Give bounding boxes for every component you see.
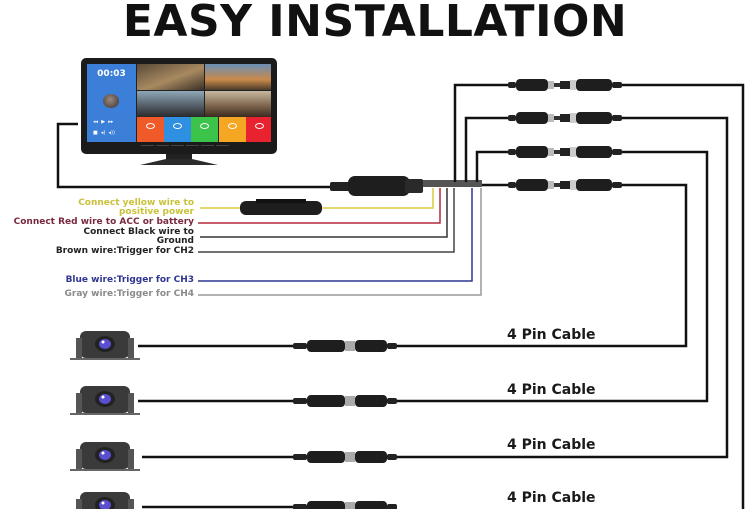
monitor-icon: 00:03 ◂◂ ▶ ▸▸ ■ ◂) ◂)) — [73, 58, 283, 166]
monitor-button — [171, 145, 184, 151]
inline-connector-icon — [508, 112, 622, 124]
monitor-button — [216, 145, 229, 151]
channel-line-1 — [453, 83, 510, 182]
wire-label-red: Connect Red wire to ACC or battery — [14, 218, 194, 227]
page-title: EASY INSTALLATION — [122, 0, 628, 47]
wire-label-black: Connect Black wire to Ground — [83, 228, 194, 246]
monitor-knob-icon — [103, 94, 119, 108]
camera-feed-1 — [137, 64, 204, 90]
wire-label-yellow-line1: Connect yellow wire to — [78, 198, 194, 208]
channel-line-3 — [475, 150, 510, 182]
monitor-stand — [140, 154, 218, 165]
wire-brown — [198, 188, 455, 253]
camera-icon — [70, 386, 140, 415]
monitor-button — [186, 145, 199, 151]
main-connector-icon — [330, 176, 423, 196]
monitor-screen: 00:03 ◂◂ ▶ ▸▸ ■ ◂) ◂)) — [87, 64, 271, 142]
wire-label-blue: Blue wire:Trigger for CH3 — [66, 276, 194, 285]
wire-red — [198, 188, 441, 224]
fuse-holder-icon — [240, 199, 322, 215]
run-line-4 — [395, 183, 688, 348]
wire-gray — [198, 188, 482, 296]
volume-controls-icon: ■ ◂) ◂)) — [93, 130, 115, 136]
monitor-button — [141, 145, 154, 151]
camera-feed-4 — [205, 91, 271, 117]
monitor-clock: 00:03 — [97, 69, 126, 79]
wire-black — [200, 188, 448, 238]
channel-lines — [395, 83, 745, 509]
cable-label-1: 4 Pin Cable — [507, 327, 596, 343]
camera-connector-icon — [293, 451, 397, 463]
cable-label-2: 4 Pin Cable — [507, 382, 596, 398]
cable-label-3: 4 Pin Cable — [507, 437, 596, 453]
camera-connector-icon — [293, 340, 397, 352]
monitor-app-tile — [164, 117, 192, 142]
wire-label-yellow: Connect yellow wire to positive power — [78, 199, 194, 217]
monitor-side-panel: 00:03 ◂◂ ▶ ▸▸ ■ ◂) ◂)) — [87, 64, 136, 142]
wire-label-brown-line1: Brown wire:Trigger for CH2 — [55, 246, 194, 256]
camera-cables — [138, 344, 298, 509]
harness-trunk — [420, 180, 482, 187]
top-connectors — [508, 79, 622, 191]
tile-icon — [173, 123, 183, 129]
camera-feed-2 — [205, 64, 271, 90]
monitor-cable — [56, 122, 335, 189]
camera-connectors — [293, 340, 397, 509]
wire-blue — [198, 188, 473, 282]
harness-wires — [198, 188, 482, 296]
camera-icon — [70, 442, 140, 471]
monitor-frame: 00:03 ◂◂ ▶ ▸▸ ■ ◂) ◂)) — [81, 58, 277, 154]
monitor-buttons — [141, 145, 231, 152]
camera-feed-3 — [137, 91, 204, 117]
wire-label-gray-line1: Gray wire:Trigger for CH4 — [64, 289, 194, 299]
wire-label-blue-line1: Blue wire:Trigger for CH3 — [65, 275, 194, 285]
inline-connector-icon — [508, 146, 622, 158]
monitor-app-tile — [191, 117, 219, 142]
wire-label-yellow-line2: positive power — [118, 207, 194, 217]
cameras — [70, 331, 140, 509]
cable-label-4: 4 Pin Cable — [507, 490, 596, 506]
monitor-app-tile — [137, 117, 164, 142]
run-line-1 — [620, 83, 745, 509]
tile-icon — [227, 123, 237, 129]
inline-connector-icon — [508, 179, 622, 191]
tile-icon — [200, 123, 210, 129]
camera-connector-icon — [293, 501, 397, 509]
monitor-app-tile — [245, 117, 271, 142]
camera-icon — [76, 492, 134, 509]
monitor-button — [156, 145, 169, 151]
wire-label-black-line1: Connect Black wire to — [83, 227, 194, 237]
run-line-2 — [395, 116, 729, 459]
inline-connector-icon — [508, 79, 622, 91]
wire-label-red-line1: Connect Red wire to ACC or battery — [13, 217, 194, 227]
camera-icon — [70, 331, 140, 360]
channel-line-2 — [464, 116, 510, 182]
camera-connector-icon — [293, 395, 397, 407]
monitor-app-tile — [218, 117, 246, 142]
tile-icon — [254, 123, 264, 129]
wire-label-gray: Gray wire:Trigger for CH4 — [65, 290, 194, 299]
tile-icon — [146, 123, 155, 129]
run-line-3 — [395, 150, 709, 403]
wire-label-brown: Brown wire:Trigger for CH2 — [56, 247, 194, 256]
wire-label-black-line2: Ground — [156, 236, 194, 246]
media-controls-icon: ◂◂ ▶ ▸▸ — [93, 119, 114, 125]
monitor-button — [201, 145, 214, 151]
